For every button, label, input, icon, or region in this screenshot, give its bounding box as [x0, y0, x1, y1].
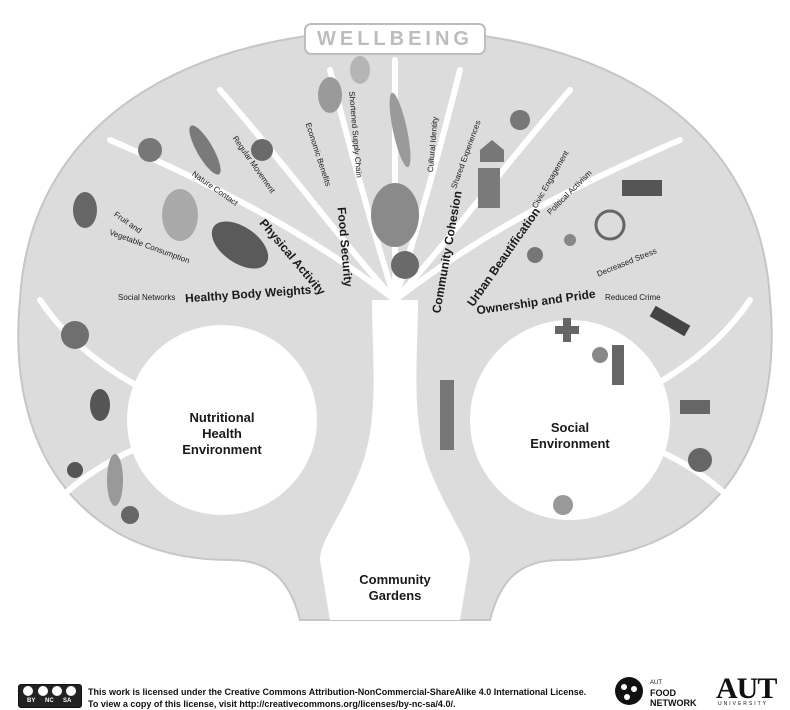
by-icon — [38, 686, 48, 696]
cc-by-label: BY — [27, 698, 36, 704]
banner-shape — [304, 23, 486, 55]
left-circle-title: Nutritional Health Environment — [162, 410, 282, 458]
left-circle-line1: Nutritional — [189, 410, 255, 425]
house-icon — [480, 140, 504, 162]
cc-icons — [23, 686, 76, 696]
garlic-icon — [350, 56, 370, 84]
trunk-label: Community Gardens — [330, 572, 460, 604]
potato-icon — [371, 183, 419, 247]
center-produce — [350, 56, 419, 279]
eggplant-icon — [211, 221, 269, 269]
trunk-shape — [320, 300, 470, 620]
cyclist-icon — [594, 209, 626, 241]
left-circle-line2: Health — [202, 426, 242, 441]
cc-icon — [23, 686, 33, 696]
right-circle-line2: Environment — [530, 436, 610, 451]
bench-icon — [680, 400, 710, 414]
broccoli-icon — [391, 251, 419, 279]
trunk-label-line2: Gardens — [368, 588, 422, 603]
right-leaves — [440, 110, 712, 515]
cc-nc-label: NC — [45, 698, 54, 704]
cc-sa-label: SA — [63, 698, 72, 704]
couple-icon — [527, 247, 543, 263]
nc-icon — [52, 686, 62, 696]
flower-icon — [564, 234, 576, 246]
food-network-logo-icon — [615, 677, 643, 705]
cabbage-icon — [138, 138, 162, 162]
right-circle-line1: Social — [550, 420, 590, 435]
bubble-icon — [553, 495, 573, 515]
building-icon — [478, 168, 500, 208]
license-line2[interactable]: To view a copy of this license, visit ht… — [88, 699, 456, 709]
left-leaves — [61, 77, 342, 524]
pepper-icon — [90, 389, 110, 421]
label-social-networks: Social Networks — [118, 293, 176, 302]
leaf-icon — [73, 192, 97, 228]
beet-icon — [251, 139, 273, 161]
trunk-label-line1: Community — [359, 572, 431, 587]
tulip-icon — [592, 347, 608, 363]
pear-icon — [318, 77, 342, 113]
cross-icon-bar — [555, 326, 579, 334]
sa-icon — [66, 686, 76, 696]
leek-icon — [389, 92, 411, 168]
houses-row-icon — [622, 180, 662, 196]
people-icon — [688, 448, 712, 472]
license-text: This work is licensed under the Creative… — [88, 686, 586, 710]
aut-logo: AUT — [716, 672, 777, 705]
road-icon — [649, 305, 691, 337]
license-line1: This work is licensed under the Creative… — [88, 687, 587, 697]
bok-choy-icon — [162, 189, 198, 241]
left-circle-line3: Environment — [182, 442, 262, 457]
cherries-icon — [67, 462, 83, 478]
food-network-line2: NETWORK — [650, 698, 697, 708]
label-reduced-crime: Reduced Crime — [605, 293, 661, 302]
tree-icon — [510, 110, 530, 130]
tomato-icon — [61, 321, 89, 349]
skyscraper-icon — [440, 380, 454, 450]
corn-icon — [107, 454, 123, 506]
carrot-icon — [189, 125, 221, 175]
aut-university-text: UNIVERSITY — [718, 701, 769, 707]
food-network-aut: AUT — [650, 680, 662, 686]
right-circle-title: Social Environment — [515, 420, 625, 452]
cc-license-badge[interactable]: BY NC SA — [18, 684, 82, 708]
food-network-line1: FOOD — [650, 688, 676, 698]
food-network-text: AUT FOOD NETWORK — [650, 678, 697, 708]
apple-icon — [121, 506, 139, 524]
tower-icon — [612, 345, 624, 385]
wellbeing-title: WELLBEING — [317, 28, 473, 50]
